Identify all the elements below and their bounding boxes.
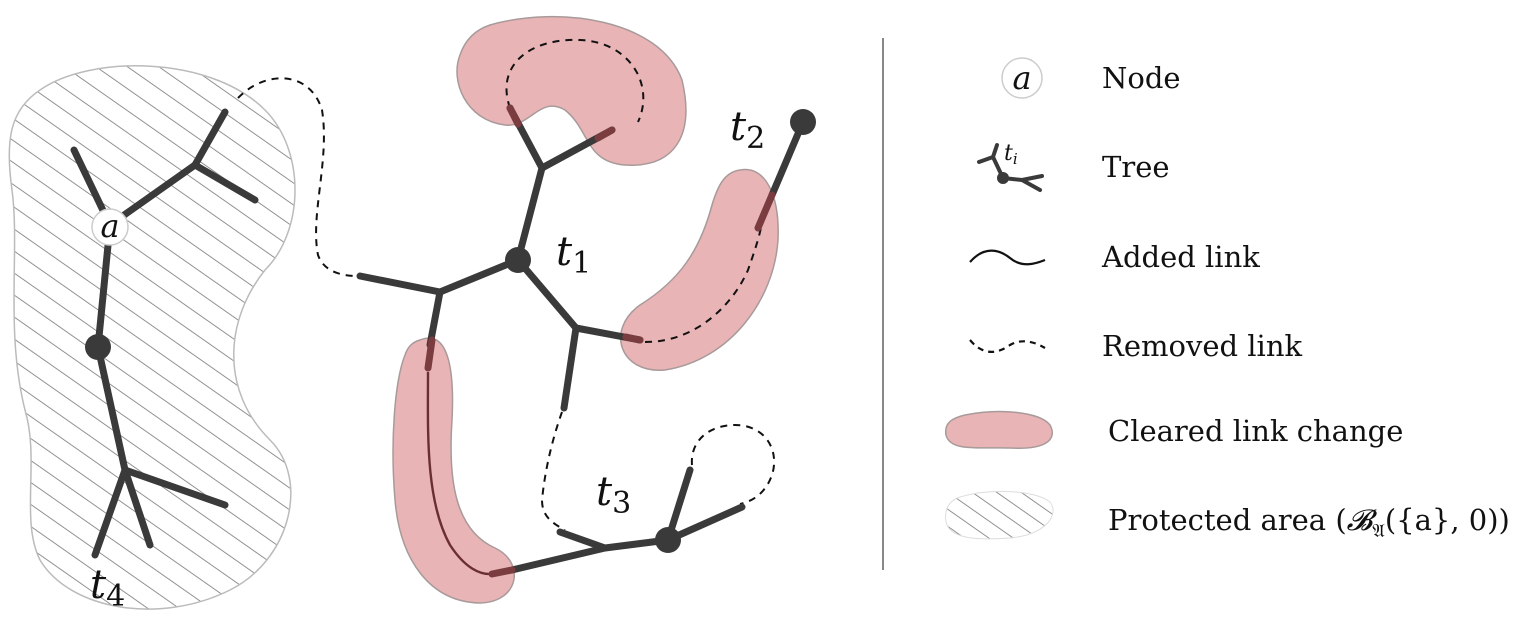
legend-node-symbol: a	[1012, 59, 1031, 97]
removed-link-t3	[540, 411, 566, 531]
legend-protected-icon	[945, 490, 1054, 540]
node-a	[91, 208, 129, 246]
node-t3	[655, 527, 681, 553]
protected-area	[8, 65, 296, 610]
tree-t4-branch-d	[121, 466, 229, 509]
legend-tree-node	[997, 172, 1009, 184]
legend-tree-label: Tree	[1102, 150, 1170, 184]
added-link-bottom	[426, 371, 493, 576]
node-t4	[85, 334, 111, 360]
cleared-blob-top	[456, 15, 687, 166]
legend-removed-label: Removed link	[1102, 329, 1303, 363]
cleared-link-segments	[424, 104, 776, 578]
tree-t1-edge-5	[356, 272, 444, 296]
label-t2: t2	[730, 104, 765, 156]
tree-t3-edge-5	[664, 503, 746, 544]
removed-links	[237, 38, 776, 531]
cleared-blob-right	[620, 168, 779, 371]
tree-t4-branch-e	[121, 466, 154, 549]
legend-tree-symbol: ti	[1004, 141, 1018, 168]
tree-t2-edge	[768, 118, 807, 199]
node-t1	[505, 247, 531, 273]
node-a-label: a	[100, 207, 119, 245]
legend-added-label: Added link	[1101, 240, 1260, 274]
legend-cleared-icon	[944, 410, 1053, 449]
label-t3: t3	[596, 469, 631, 521]
tree-t1-edge-9	[560, 324, 580, 412]
legend-added-link-icon	[969, 249, 1046, 266]
tree-t3-edge-2	[556, 528, 609, 552]
tree-t1-edge-6	[426, 288, 444, 349]
label-t4: t4	[90, 562, 125, 614]
tree-t4-branch-c	[191, 161, 259, 204]
label-t1: t1	[556, 229, 591, 281]
removed-link-a	[237, 77, 359, 277]
cleared-blobs	[392, 15, 779, 604]
legend-tree-icon	[977, 143, 1044, 192]
removed-link-loop	[690, 423, 776, 505]
legend-node-icon	[1001, 57, 1043, 99]
cleared-blob-bottom	[392, 337, 515, 604]
legend-node-label: Node	[1102, 61, 1181, 95]
removed-link-top	[505, 38, 645, 123]
legend-cleared-label: Cleared link change	[1108, 414, 1403, 448]
tree-t1-edge-1	[514, 164, 546, 264]
tree-t3-edge-3	[508, 544, 609, 574]
tree-t1-edge-4	[436, 256, 522, 296]
tree-nodes	[85, 109, 816, 553]
legend-removed-link-icon	[969, 339, 1046, 353]
legend-protected-label: Protected area (𝓑𝔄({a}, 0))	[1108, 503, 1510, 542]
tree-t4-branch-b	[191, 108, 229, 169]
legend: a Node ti Tree Added link Removed link C…	[944, 57, 1510, 542]
tree-t1-edge-7	[514, 256, 580, 332]
node-t2	[790, 109, 816, 135]
